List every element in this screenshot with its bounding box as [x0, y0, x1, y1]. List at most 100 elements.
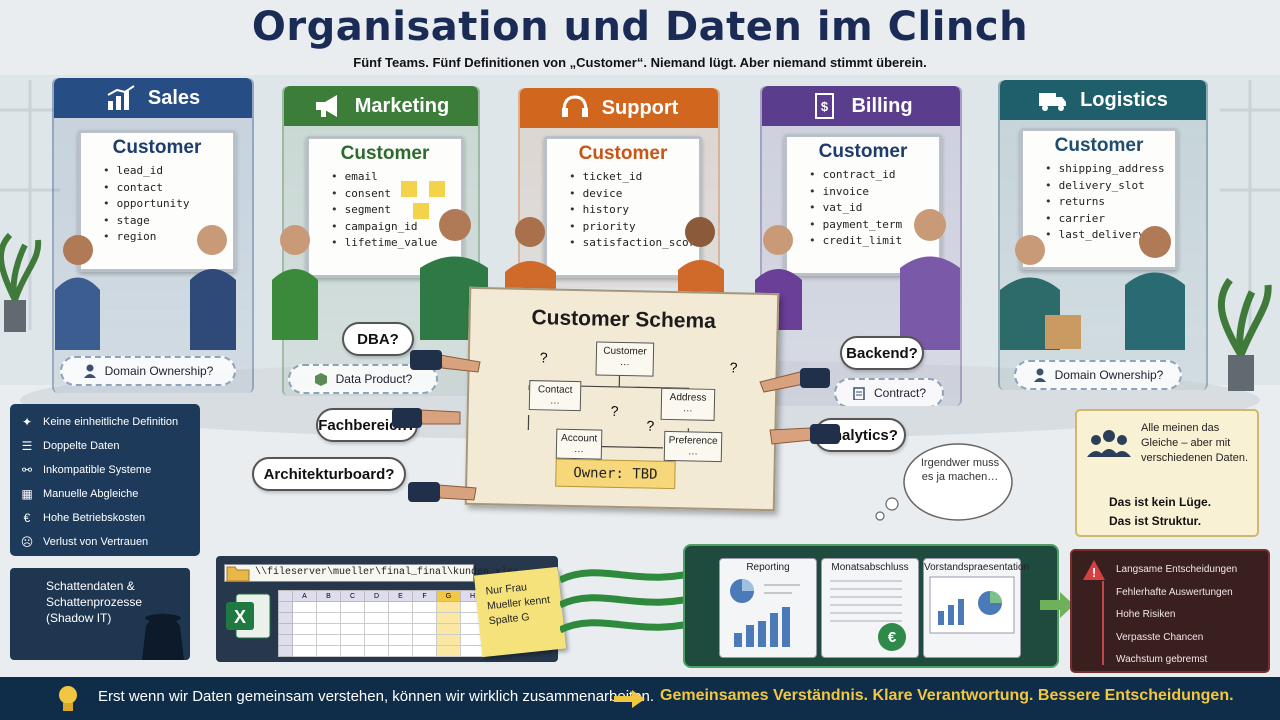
schema-question-mark-3: ?	[646, 418, 654, 434]
field-list: lead_idcontactopportunitystageregion	[103, 163, 233, 246]
board-title: Customer	[340, 143, 430, 164]
column-header: B	[316, 590, 341, 602]
table-cell	[364, 645, 389, 657]
consequence-item: Verpasste Chancen	[1116, 631, 1204, 643]
table-row	[278, 612, 485, 624]
pill-label: Domain Ownership?	[1054, 368, 1164, 382]
table-cell	[292, 601, 317, 613]
pill-marketing: Data Product?	[288, 364, 438, 394]
issue-label: Manuelle Abgleiche	[43, 488, 139, 500]
table-cell	[436, 601, 461, 613]
whiteboard-support: Customerticket_iddevicehistoryprioritysa…	[544, 136, 702, 278]
field-item: device	[569, 186, 699, 203]
note-text: Alle meinen das Gleiche – aber mit versc…	[1141, 422, 1249, 464]
field-item: invoice	[809, 184, 939, 201]
clipboard-icon	[853, 387, 865, 400]
field-list: ticket_iddevicehistoryprioritysatisfacti…	[569, 169, 702, 252]
whiteboard-marketing: Customer emailconsentsegmentcampaign_idli…	[306, 136, 464, 278]
table-cell	[340, 645, 365, 657]
team-header-support: Support	[520, 88, 718, 128]
consequence-line	[1102, 581, 1104, 665]
table-cell	[364, 612, 389, 624]
report-title: Monatsabschluss	[831, 562, 909, 573]
people-illustrations	[55, 209, 1185, 350]
field-item: stage	[103, 213, 233, 230]
footer-arrow-icon	[614, 690, 645, 708]
excel-icon: X	[226, 593, 271, 639]
issue-label: Keine einheitliche Definition	[43, 416, 179, 428]
database-icon: ☰	[21, 439, 33, 453]
field-list: shipping_addressdelivery_slotreturnscarr…	[1045, 161, 1175, 244]
table-row	[278, 601, 485, 613]
svg-text:$: $	[821, 99, 829, 114]
field-list: emailconsentsegmentcampaign_idlifetime_v…	[331, 169, 461, 252]
field-item: contact	[103, 180, 233, 197]
table-cell	[412, 623, 437, 635]
whiteboard-billing: Customercontract_idinvoicevat_idpayment_…	[784, 134, 942, 276]
pill-label: Data Product?	[335, 372, 413, 386]
issue-item: ▦ Manuelle Abgleiche	[20, 482, 200, 506]
folder-icon	[226, 566, 250, 582]
team-name: Billing	[851, 94, 913, 117]
table-cell	[436, 634, 461, 646]
table-cell	[292, 612, 317, 624]
pill-label: Contract?	[873, 386, 927, 400]
field-item: history	[569, 202, 699, 219]
table-cell	[436, 623, 461, 635]
team-header-marketing: Marketing	[284, 86, 478, 126]
report-card: Vorstandspraesentation	[923, 558, 1029, 658]
field-item: region	[103, 229, 233, 246]
sticky-note: Nur Frau Mueller kennt Spalte G	[473, 566, 567, 658]
column-header: G	[436, 590, 461, 602]
question-architekturboard: Architekturboard?	[252, 457, 406, 491]
consequence-item: Langsame Entscheidungen	[1116, 564, 1238, 575]
page-subtitle: Fünf Teams. Fünf Definitionen von „Custo…	[353, 55, 927, 70]
report-chart-graphic	[730, 579, 800, 647]
table-cell	[436, 645, 461, 657]
person-icon	[1033, 368, 1046, 382]
issue-label: Hohe Betriebskosten	[43, 512, 146, 524]
column-header: E	[388, 590, 413, 602]
table-cell	[316, 645, 341, 657]
field-item: campaign_id	[331, 219, 461, 236]
field-item: payment_term	[809, 217, 939, 234]
euro-icon: €	[23, 511, 31, 525]
consequence-item: Fehlerhafte Auswertungen	[1116, 586, 1233, 598]
headset-icon	[561, 95, 588, 117]
issue-item: ✦Keine einheitliche Definition	[20, 410, 200, 434]
note-bold-1: Das ist kein Lüge.	[1109, 495, 1212, 509]
table-cell	[436, 612, 461, 624]
issue-label: Verlust von Vertrauen	[43, 536, 149, 548]
field-item: segment	[331, 202, 461, 219]
table-cell	[412, 634, 437, 646]
field-item: contract_id	[809, 167, 939, 184]
report-table-graphic: €	[830, 580, 906, 651]
team-panel-support: SupportCustomerticket_iddevicehistorypri…	[518, 88, 720, 288]
report-card: Monatsabschluss €	[821, 558, 919, 658]
issue-item: ⚯Inkompatible Systeme	[20, 458, 200, 482]
team-header-logistics: Logistics	[1000, 80, 1206, 120]
schema-question-mark-2: ?	[611, 403, 619, 419]
schema-question-mark-1: ?	[540, 349, 548, 365]
team-header-billing: $ Billing	[762, 86, 960, 126]
report-presentation-graphic	[929, 576, 1015, 634]
shadow-it-label: Schattendaten & Schattenprozesse (Shadow…	[46, 579, 143, 625]
table-cell	[292, 634, 317, 646]
column-header: F	[412, 590, 437, 602]
pill-label: Domain Ownership?	[104, 364, 214, 378]
sad-face-icon: ☹	[20, 535, 34, 549]
field-item: last_delivery	[1045, 227, 1175, 244]
table-cell	[316, 612, 341, 624]
table-cell	[340, 601, 365, 613]
table-cell	[388, 634, 413, 646]
svg-text:!: !	[1092, 565, 1096, 580]
table-cell	[364, 601, 389, 613]
sales-people	[55, 225, 236, 350]
footer-right-text: Gemeinsames Verständnis. Klare Verantwor…	[660, 687, 1234, 704]
spreadsheet-icon: ▦	[21, 487, 33, 501]
invoice-icon: $	[815, 93, 835, 119]
table-cell	[412, 645, 437, 657]
billing-people	[755, 209, 960, 350]
shadow-it-box: Schattendaten & Schattenprozesse (Shadow…	[10, 568, 190, 660]
team-name: Logistics	[1080, 88, 1168, 111]
